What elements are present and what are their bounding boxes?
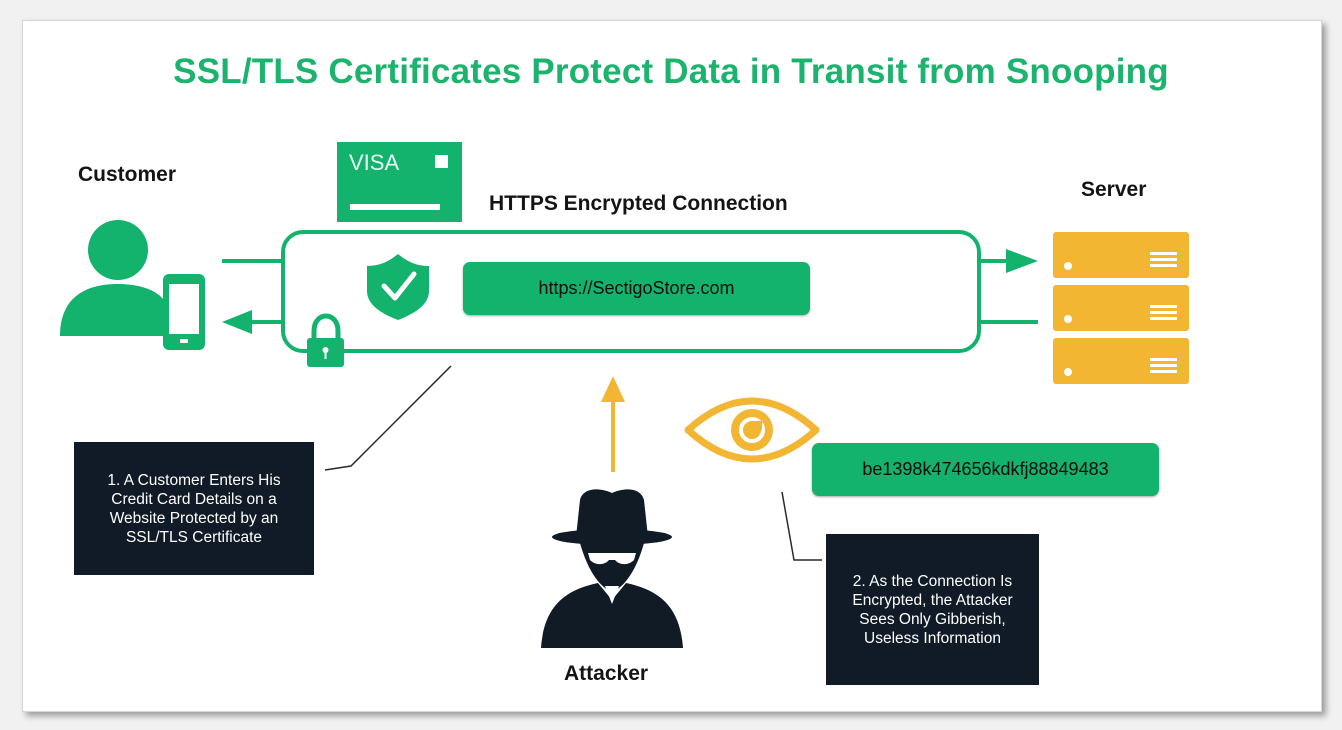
phone-icon [163,274,205,350]
encrypted-data-bar: be1398k474656kdkfj88849483 [812,443,1159,496]
visa-card-icon [337,142,462,222]
server-label: Server [1081,178,1147,201]
arrow-icon [601,376,625,472]
eye-icon [684,397,820,463]
arrow-icon [222,310,283,334]
customer-label: Customer [78,163,177,186]
attacker-icon [541,489,683,648]
arrow-icon [979,249,1038,273]
note-customer-enters-details: 1. A Customer Enters His Credit Card Det… [74,442,314,575]
attacker-glasses [588,553,636,604]
server-icon [1053,232,1189,384]
connector-line-2 [781,491,822,561]
attacker-label: Attacker [564,662,649,685]
padlock-icon [307,313,344,367]
visa-card-label: VISA [349,150,399,175]
person-icon [60,220,164,336]
shield-check-icon [367,254,429,320]
note-attacker-sees-gibberish: 2. As the Connection Is Encrypted, the A… [826,534,1039,685]
page-title: SSL/TLS Certificates Protect Data in Tra… [173,52,1169,91]
connection-label: HTTPS Encrypted Connection [489,192,788,215]
url-bar: https://SectigoStore.com [463,262,810,315]
connector-line-1 [324,365,452,471]
